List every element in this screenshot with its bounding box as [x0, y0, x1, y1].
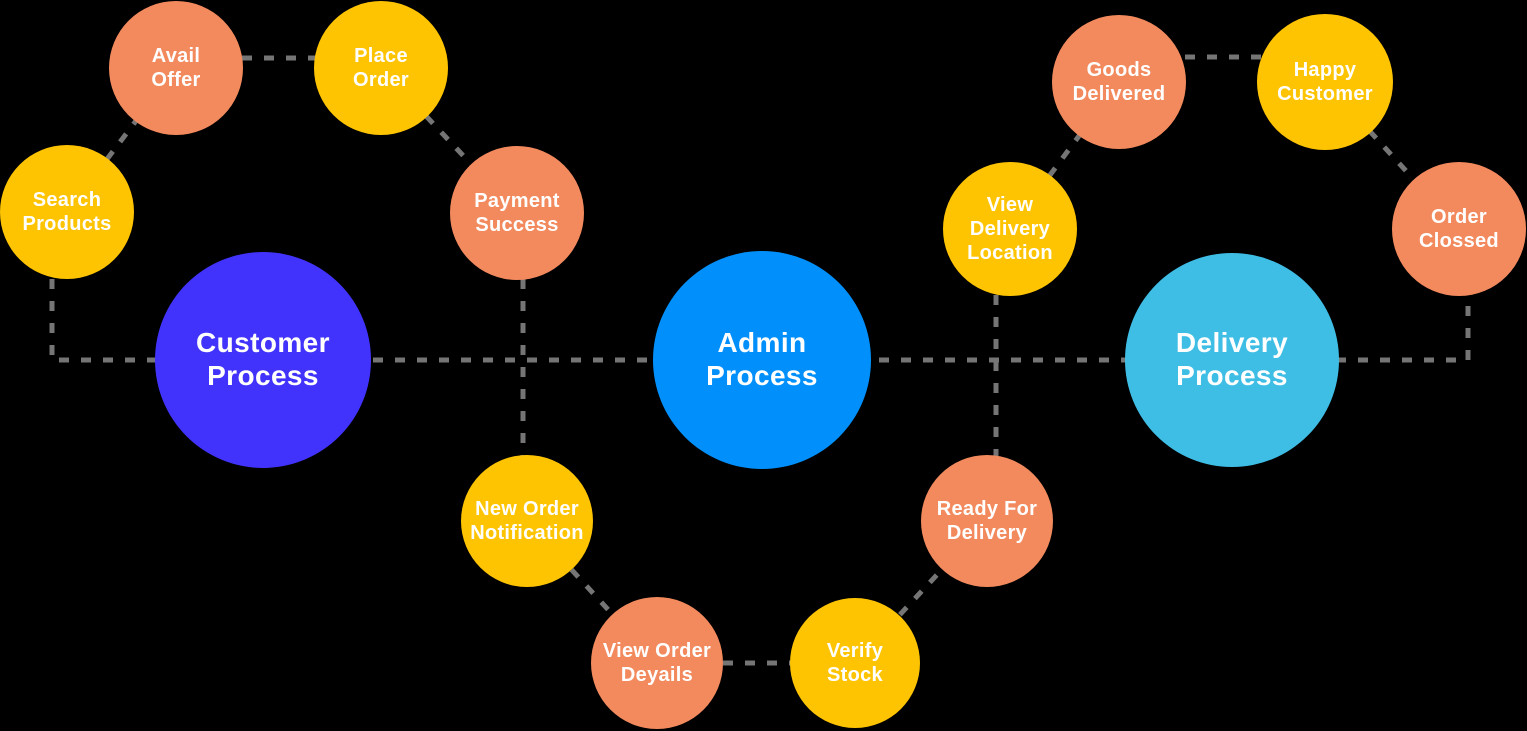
node-verify-stock: Verify Stock	[790, 598, 920, 728]
node-payment-success: Payment Success	[450, 146, 584, 280]
node-label-ready-for-delivery: Ready For Delivery	[936, 498, 1038, 544]
node-view-delivery-location: View Delivery Location	[943, 162, 1077, 296]
node-label-delivery-process: Delivery Process	[1175, 327, 1289, 391]
node-label-verify-stock: Verify Stock	[826, 640, 884, 686]
node-label-goods-delivered: Goods Delivered	[1072, 59, 1166, 105]
connector-order-clossed-delivery-process	[1232, 240, 1471, 363]
node-label-new-order-notification: New Order Notification	[470, 498, 584, 544]
node-label-place-order: Place Order	[353, 45, 409, 91]
node-label-customer-process: Customer Process	[196, 327, 330, 391]
node-label-payment-success: Payment Success	[474, 190, 560, 236]
node-label-avail-offer: Avail Offer	[151, 45, 201, 91]
node-label-order-clossed: Order Clossed	[1419, 206, 1499, 252]
node-admin-process: Admin Process	[653, 251, 871, 469]
node-happy-customer: Happy Customer	[1257, 14, 1393, 150]
node-new-order-notification: New Order Notification	[461, 455, 593, 587]
node-place-order: Place Order	[314, 1, 448, 135]
node-label-search-products: Search Products	[22, 189, 112, 235]
node-search-products: Search Products	[0, 145, 134, 279]
node-label-happy-customer: Happy Customer	[1277, 59, 1373, 105]
node-label-view-delivery-location: View Delivery Location	[967, 194, 1053, 264]
node-ready-for-delivery: Ready For Delivery	[921, 455, 1053, 587]
node-goods-delivered: Goods Delivered	[1052, 15, 1186, 149]
node-customer-process: Customer Process	[155, 252, 371, 468]
node-delivery-process: Delivery Process	[1125, 253, 1339, 467]
node-order-clossed: Order Clossed	[1392, 162, 1526, 296]
node-label-view-order-deyails: View Order Deyails	[602, 640, 712, 686]
node-label-admin-process: Admin Process	[706, 327, 818, 391]
node-avail-offer: Avail Offer	[109, 1, 243, 135]
node-view-order-deyails: View Order Deyails	[591, 597, 723, 729]
